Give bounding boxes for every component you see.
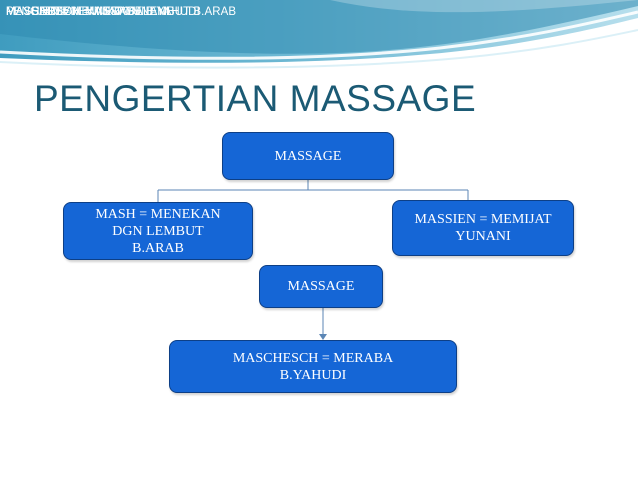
header-text-4: MASSIEN = MEMIJAT YUNANI xyxy=(6,6,170,18)
header-wave-graphic xyxy=(0,0,638,80)
node-massien-label: MASSIEN = MEMIJAT YUNANI xyxy=(414,212,552,244)
node-massage-top: MASSAGE xyxy=(222,132,394,180)
node-maschesch: MASCHESCH = MERABA B.YAHUDI xyxy=(169,340,457,393)
header-text-3: MASH = MENEKAN DGN LEMBUT B.ARAB xyxy=(6,6,237,18)
slide-title: PENGERTIAN MASSAGE xyxy=(34,78,477,119)
header-text-1: MASSAGE xyxy=(6,6,64,18)
node-massage-middle: MASSAGE xyxy=(259,265,383,308)
node-maschesch-label: MASCHESCH = MERABA B.YAHUDI xyxy=(232,350,394,383)
header-text-5: MASCHESCH = MERABA B.YAHUDI xyxy=(6,6,200,18)
header-text-2: PENGERTIAN MASSAGE xyxy=(6,6,143,18)
node-mash: MASH = MENEKAN DGN LEMBUT B.ARAB xyxy=(63,202,253,260)
arrow-head-icon xyxy=(319,334,327,340)
node-massien: MASSIEN = MEMIJAT YUNANI xyxy=(392,200,574,256)
header-overlapping-texts: MASSAGE PENGERTIAN MASSAGE MASH = MENEKA… xyxy=(6,6,306,26)
node-mash-label: MASH = MENEKAN DGN LEMBUT B.ARAB xyxy=(95,206,221,256)
header-band xyxy=(0,0,638,80)
node-massage-middle-label: MASSAGE xyxy=(287,279,355,294)
node-massage-top-label: MASSAGE xyxy=(274,148,342,164)
